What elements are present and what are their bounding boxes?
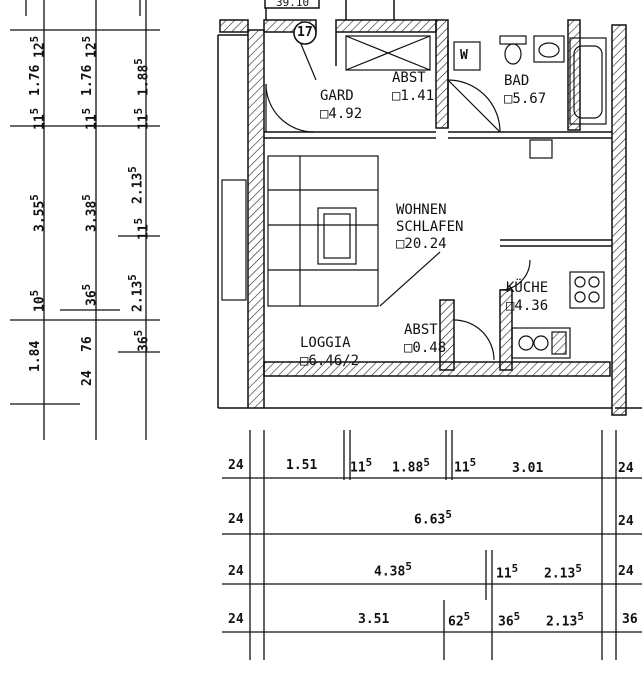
room-abst-top-name: ABST bbox=[392, 70, 426, 86]
walls bbox=[219, 19, 627, 416]
dim-r1-g: 24 bbox=[618, 461, 634, 476]
dim-r2-a: 24 bbox=[228, 512, 244, 527]
dim-c2-g: 24 bbox=[80, 370, 95, 386]
top-area-box bbox=[264, 0, 320, 9]
room-abst-top-area: □1.41 bbox=[392, 88, 435, 104]
dim-r3-b: 4.385 bbox=[374, 560, 412, 580]
unit-number-marker bbox=[293, 21, 317, 45]
east-wall bbox=[611, 24, 627, 416]
room-kueche-area: □4.36 bbox=[506, 298, 549, 314]
room-wohnen-name: WOHNEN bbox=[396, 202, 447, 218]
abst-wall bbox=[439, 299, 455, 371]
dim-c3-f: 365 bbox=[132, 329, 152, 352]
abst-bad-wall bbox=[435, 19, 449, 129]
room-gard-area: □4.92 bbox=[320, 106, 363, 122]
dim-r4-b: 3.51 bbox=[358, 612, 390, 627]
room-abst-bottom-name: ABST bbox=[404, 322, 438, 338]
room-bad-name: BAD bbox=[504, 73, 530, 89]
dim-r4-c: 625 bbox=[448, 610, 471, 630]
toilet bbox=[499, 35, 527, 65]
room-kueche-name: KÜCHE bbox=[506, 280, 549, 296]
dim-c2-d: 3.385 bbox=[80, 194, 100, 232]
dim-r4-a: 24 bbox=[228, 612, 244, 627]
dim-r4-f: 36 bbox=[622, 612, 638, 627]
dim-c3-c: 2.135 bbox=[126, 166, 146, 204]
dim-c3-a: 1.885 bbox=[132, 58, 152, 96]
dim-r3-c: 115 bbox=[496, 562, 519, 582]
washer-label: W bbox=[460, 48, 468, 63]
room-gard-name: GARD bbox=[320, 88, 354, 104]
dim-r2-c: 24 bbox=[618, 514, 634, 529]
bathtub bbox=[569, 37, 607, 125]
dim-c2-e: 365 bbox=[80, 283, 100, 306]
unit-number: 17 bbox=[297, 25, 313, 40]
door-swings bbox=[265, 31, 531, 361]
dim-r1-b: 1.51 bbox=[286, 458, 318, 473]
dim-r1-f: 3.01 bbox=[512, 461, 544, 476]
closet-box bbox=[345, 35, 431, 71]
stove bbox=[569, 271, 605, 309]
dim-c3-b: 115 bbox=[132, 107, 152, 130]
dim-c3-d: 115 bbox=[132, 217, 152, 240]
top-area-fragment: 39.10 bbox=[276, 0, 310, 9]
dim-c1-d: 3.555 bbox=[28, 194, 48, 232]
dim-c1-e: 105 bbox=[28, 289, 48, 312]
dim-r1-a: 24 bbox=[228, 458, 244, 473]
room-loggia-name: LOGGIA bbox=[300, 335, 351, 351]
furniture bbox=[221, 139, 553, 307]
dim-r4-d: 365 bbox=[498, 610, 521, 630]
north-wall-segment bbox=[335, 19, 437, 33]
dim-c1-c: 115 bbox=[28, 107, 48, 130]
dim-c2-c: 115 bbox=[80, 107, 100, 130]
dim-c2-a: 125 bbox=[80, 35, 100, 58]
dim-r1-e: 115 bbox=[454, 456, 477, 476]
dim-c1-b: 1.76 bbox=[28, 64, 43, 96]
south-wall bbox=[263, 361, 611, 377]
dim-r1-c: 115 bbox=[350, 456, 373, 476]
dim-r2-b: 6.635 bbox=[414, 508, 452, 528]
dim-r4-e: 2.135 bbox=[546, 610, 584, 630]
room-schlafen-name: SCHLAFEN bbox=[396, 219, 464, 235]
dimension-lines-bottom bbox=[222, 430, 642, 660]
dim-c2-f: 76 bbox=[80, 336, 95, 352]
dim-c1-f: 1.84 bbox=[28, 340, 43, 372]
washer-box bbox=[453, 41, 481, 71]
dim-r3-a: 24 bbox=[228, 564, 244, 579]
room-bad-area: □5.67 bbox=[504, 91, 547, 107]
dim-c2-b: 1.76 bbox=[80, 64, 95, 96]
inner-walls bbox=[217, 0, 642, 409]
dim-r3-e: 24 bbox=[618, 564, 634, 579]
north-wall-left bbox=[219, 19, 249, 33]
dim-r3-d: 2.135 bbox=[544, 562, 582, 582]
dim-r1-d: 1.885 bbox=[392, 456, 430, 476]
washbasin bbox=[533, 35, 565, 63]
room-loggia-area: □6.46/2 bbox=[300, 353, 360, 369]
room-abst-bottom-area: □0.48 bbox=[404, 340, 447, 356]
dim-c1-a: 125 bbox=[28, 35, 48, 58]
kitchen-sink bbox=[511, 327, 571, 359]
room-wohnen-area: □20.24 bbox=[396, 236, 447, 252]
dimension-lines-left bbox=[10, 0, 160, 440]
west-wall bbox=[247, 29, 265, 409]
dim-c3-e: 2.135 bbox=[126, 274, 146, 312]
